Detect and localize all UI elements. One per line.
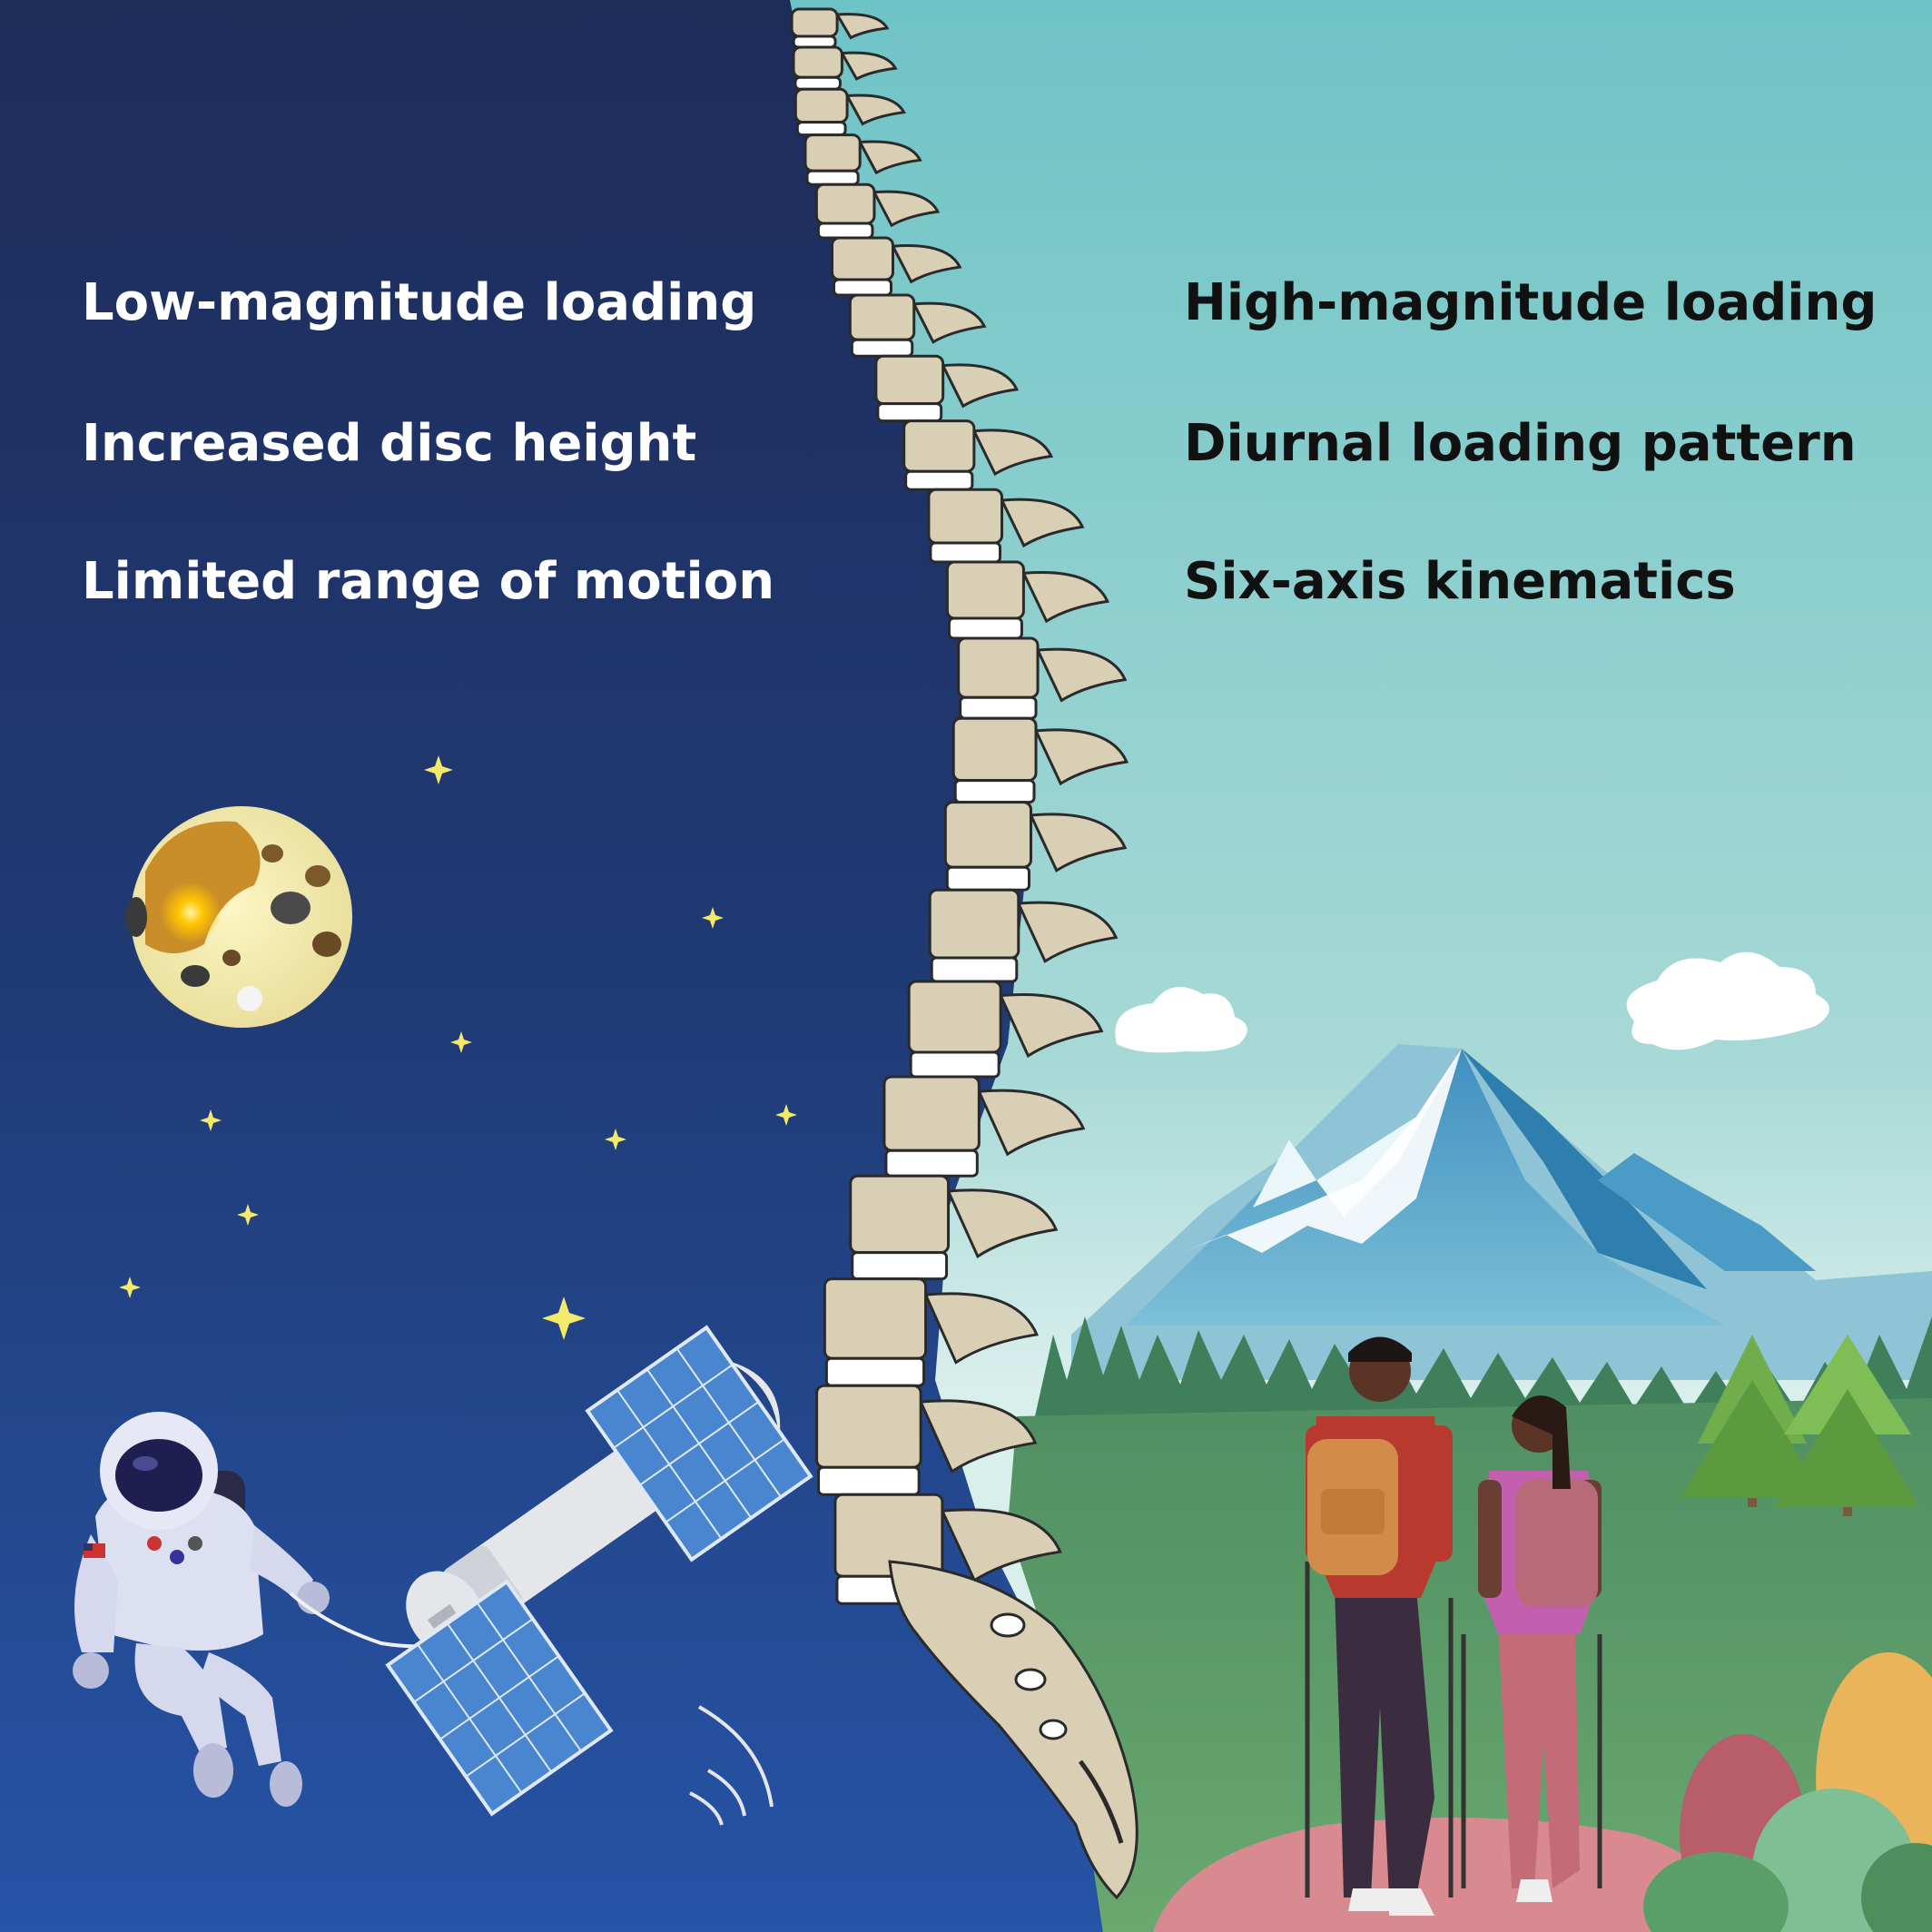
spinous-process <box>923 1292 1040 1365</box>
intervertebral-disc <box>953 779 1036 804</box>
intervertebral-disc <box>795 121 847 137</box>
sacral-foramen <box>1039 1719 1068 1740</box>
vertebra <box>823 1277 928 1360</box>
spinous-process <box>1029 813 1128 872</box>
spinous-process <box>946 1188 1059 1259</box>
intervertebral-disc <box>805 169 860 186</box>
intervertebral-disc <box>929 541 1002 564</box>
hikers <box>1305 1336 1602 1916</box>
vertebra <box>831 236 894 281</box>
clouds <box>1115 951 1829 1053</box>
intervertebral-disc <box>930 956 1019 983</box>
vertebra <box>803 133 862 172</box>
spinous-process <box>998 993 1104 1059</box>
intervertebral-disc <box>794 75 842 91</box>
sacral-foramen <box>990 1612 1026 1638</box>
vertebra <box>957 636 1040 699</box>
right-label-3: Six-axis kinematics <box>1184 552 1736 611</box>
vertebra <box>814 182 876 225</box>
spinous-process <box>857 140 922 175</box>
sacral-ridge <box>1078 1760 1124 1844</box>
intervertebral-disc <box>792 34 837 49</box>
vertebra <box>849 1174 951 1255</box>
spinous-process <box>891 244 962 284</box>
spinous-process <box>941 363 1020 409</box>
sacral-foramen <box>1014 1668 1047 1691</box>
mountains <box>1071 1044 1932 1380</box>
intervertebral-disc <box>909 1050 1000 1079</box>
vertebra <box>945 560 1025 620</box>
spinous-process <box>940 1508 1062 1582</box>
left-label-1: Low-magnitude loading <box>82 273 757 332</box>
intervertebral-disc <box>833 278 892 297</box>
vertebra <box>790 7 839 38</box>
intervertebral-disc <box>945 865 1030 892</box>
spinous-process <box>912 301 987 344</box>
right-label-1: High-magnitude loading <box>1184 273 1878 332</box>
vertebra <box>907 980 1002 1054</box>
astronaut <box>73 1412 491 1807</box>
vertebra <box>848 293 916 341</box>
vertebra <box>792 45 843 79</box>
spinous-process <box>977 1089 1086 1157</box>
spinous-process <box>844 94 906 126</box>
spinous-process <box>1016 901 1119 963</box>
spinous-process <box>839 51 898 81</box>
spinous-process <box>1033 728 1129 786</box>
left-label-3: Limited range of motion <box>82 552 775 611</box>
vertebra <box>815 1384 922 1469</box>
intervertebral-disc <box>816 222 874 240</box>
spinous-process <box>971 429 1054 477</box>
moon <box>125 806 352 1028</box>
intervertebral-disc <box>850 338 914 358</box>
vertebra <box>951 716 1038 783</box>
vertebra <box>874 354 945 406</box>
vertebra <box>928 888 1020 960</box>
spine <box>790 7 1138 1900</box>
left-label-2: Increased disc height <box>82 414 697 473</box>
vertebra <box>927 488 1004 545</box>
vertebra <box>794 87 849 124</box>
intervertebral-disc <box>947 616 1023 640</box>
spinous-process <box>1000 498 1085 548</box>
bushes <box>1643 1652 1932 1932</box>
spinous-process <box>918 1399 1038 1474</box>
intervertebral-disc <box>817 1465 921 1496</box>
spinous-process <box>834 13 890 40</box>
intervertebral-disc <box>884 1148 979 1178</box>
spinous-process <box>1021 571 1110 624</box>
sacrum <box>888 1560 1138 1900</box>
satellite <box>385 1325 813 1826</box>
intervertebral-disc <box>851 1251 949 1281</box>
vertebra <box>902 419 976 473</box>
spinous-process <box>872 190 941 228</box>
intervertebral-disc <box>824 1356 926 1387</box>
right-label-2: Diurnal loading pattern <box>1184 414 1857 473</box>
intervertebral-disc <box>904 469 974 491</box>
vertebra <box>882 1075 981 1152</box>
vertebra <box>943 801 1032 869</box>
spinous-process <box>1035 647 1128 703</box>
intervertebral-disc <box>876 402 943 423</box>
intervertebral-disc <box>959 695 1038 720</box>
trees <box>1680 1335 1920 1516</box>
